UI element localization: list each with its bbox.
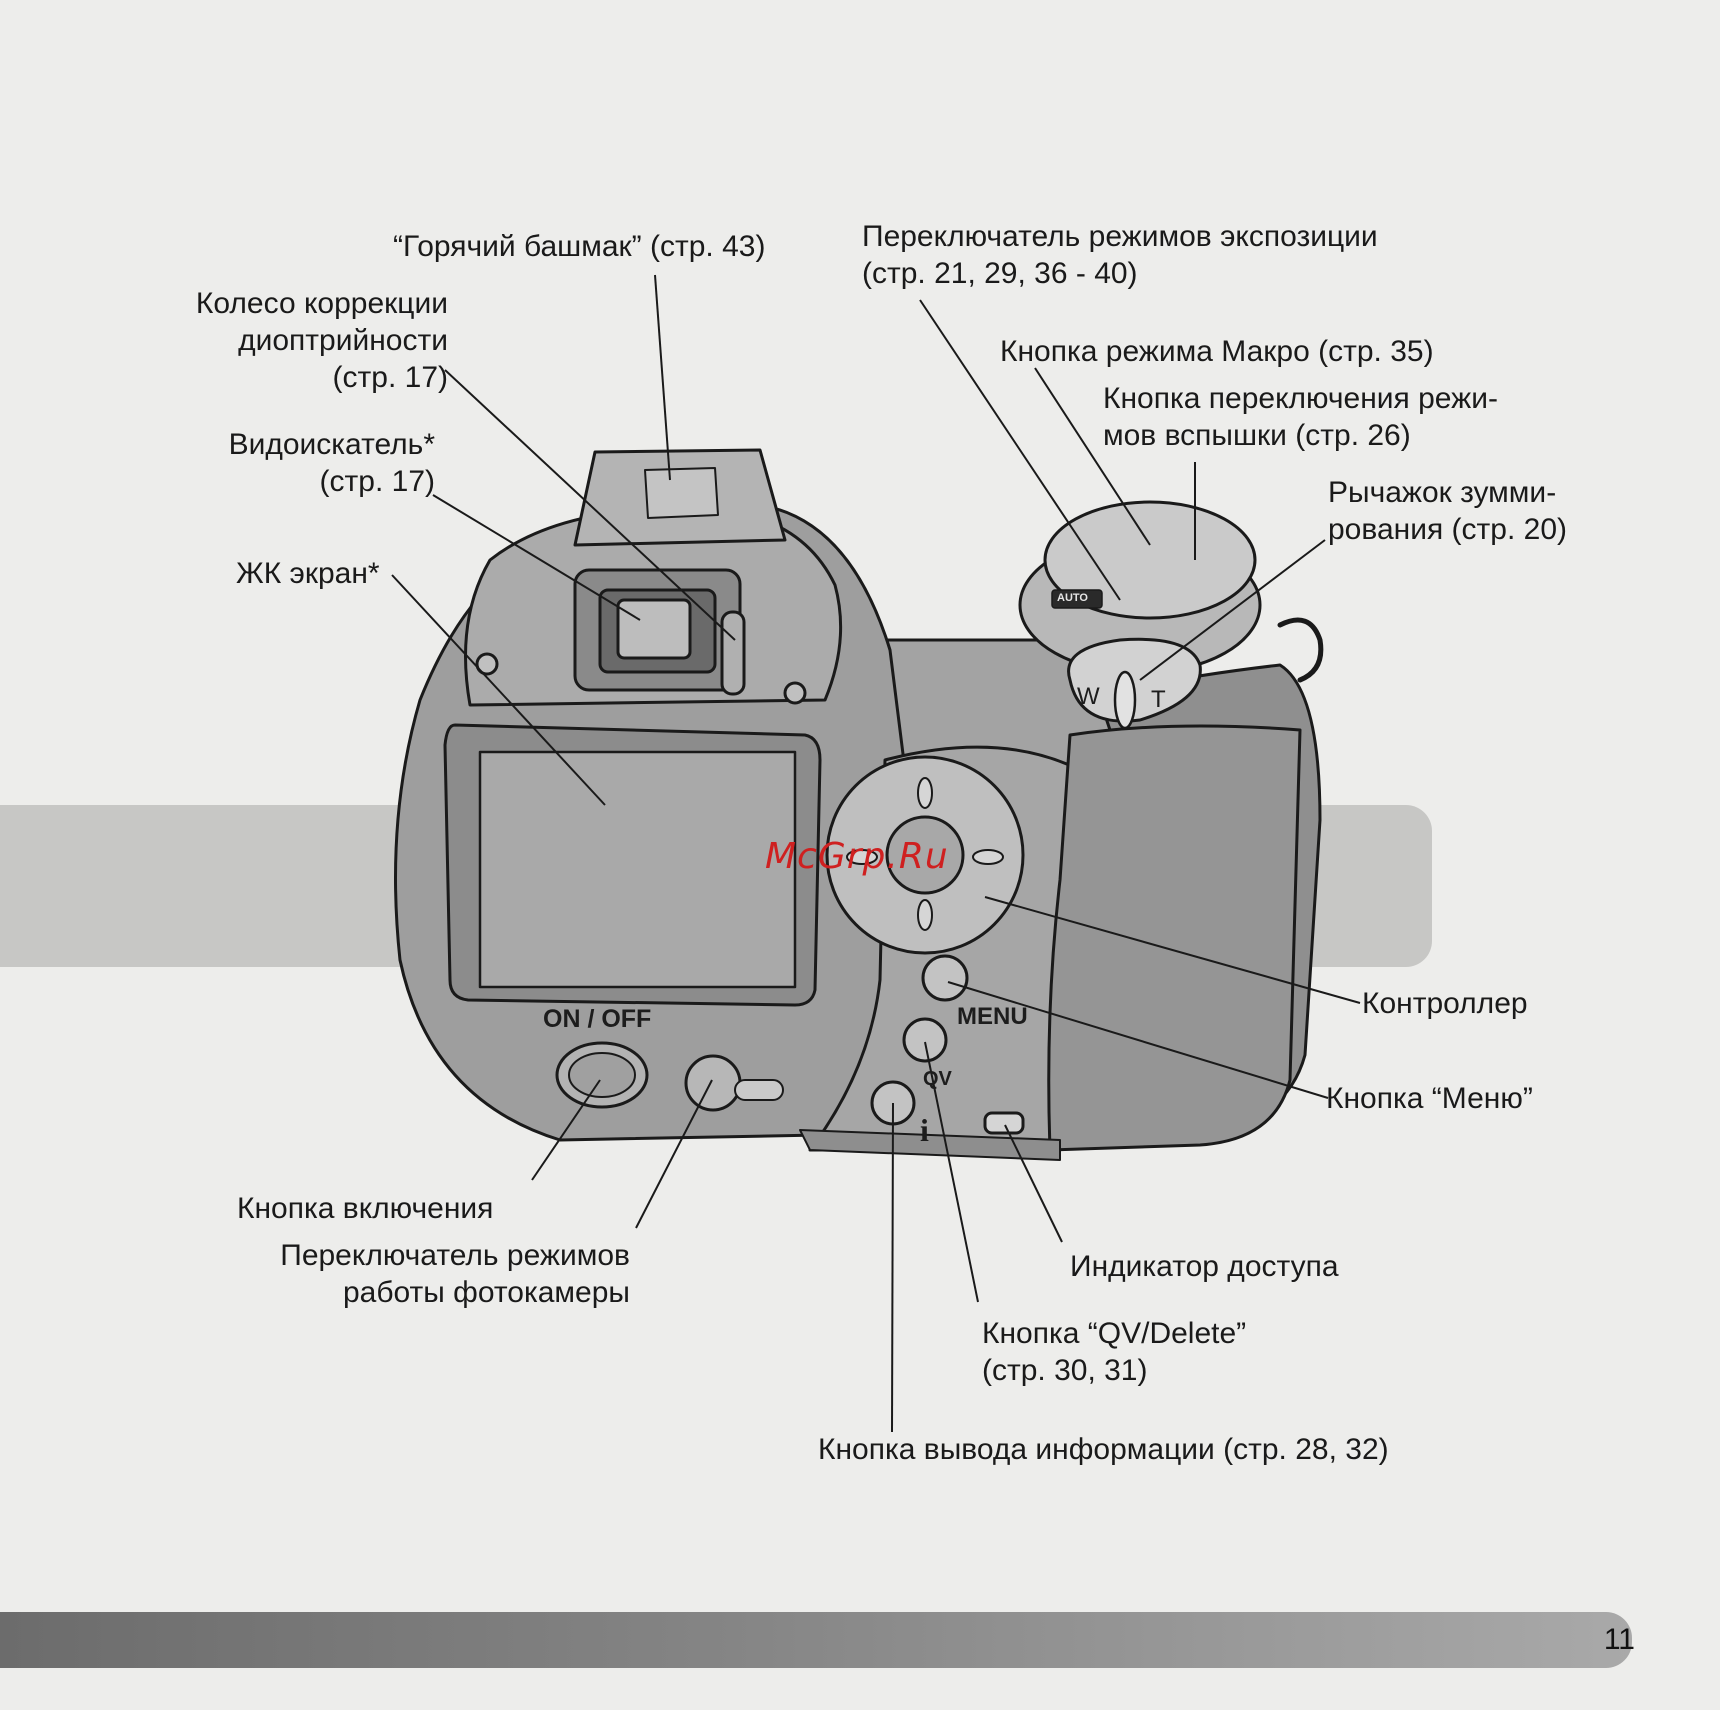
menu-button-part [921, 954, 969, 1002]
label-exposure-dial: Переключатель режимов экспозиции (стр. 2… [862, 218, 1378, 292]
label-qv: Кнопка “QV/Delete” (стр. 30, 31) [982, 1315, 1246, 1389]
zoom-w-mark: W [1077, 683, 1100, 710]
label-hot-shoe: “Горячий башмак” (стр. 43) [393, 230, 766, 263]
label-lcd: ЖК экран* [236, 557, 380, 590]
label-diopter-line3: (стр. 17) [332, 361, 448, 394]
label-controller: Контроллер [1362, 987, 1528, 1020]
label-exposure-dial-line2: (стр. 21, 29, 36 - 40) [862, 257, 1138, 290]
label-viewfinder-line1: Видоискатель* [228, 428, 435, 461]
label-macro: Кнопка режима Макро (стр. 35) [1000, 335, 1434, 368]
on-off-mark: ON / OFF [543, 1005, 652, 1033]
label-mode-switch-line2: работы фотокамеры [342, 1276, 630, 1309]
label-diopter-line2: диоптрийности [238, 324, 448, 357]
label-diopter-line1: Колесо коррекции [195, 287, 448, 320]
qv-button-part [902, 1017, 948, 1063]
camera-grip-face [1047, 724, 1302, 1152]
label-menu: Кнопка “Меню” [1326, 1082, 1533, 1115]
mode-switch-part [684, 1054, 742, 1112]
label-diopter: Колесо коррекции диоптрийности (стр. 17) [196, 285, 448, 396]
label-qv-line2: (стр. 30, 31) [982, 1354, 1148, 1387]
diopter-wheel [720, 610, 746, 696]
label-mode-switch: Переключатель режимов работы фотокамеры [280, 1237, 630, 1311]
leader-lines [391, 274, 1361, 1433]
label-qv-line1: Кнопка “QV/Delete” [982, 1317, 1247, 1350]
label-zoom: Рычажок зумми- рования (стр. 20) [1328, 474, 1567, 548]
zoom-t-mark: T [1151, 686, 1166, 713]
label-zoom-line2: рования (стр. 20) [1328, 513, 1568, 546]
qv-mark: QV [923, 1068, 952, 1090]
footer-band [0, 1612, 1632, 1668]
label-power: Кнопка включения [237, 1192, 494, 1225]
info-mark: i [920, 1112, 929, 1148]
label-flash-line2: мов вспышки (стр. 26) [1103, 419, 1411, 452]
label-viewfinder: Видоискатель* (стр. 17) [229, 426, 435, 500]
watermark: McGrp.Ru [765, 836, 949, 877]
label-zoom-line1: Рычажок зумми- [1328, 476, 1557, 509]
label-info: Кнопка вывода информации (стр. 28, 32) [818, 1433, 1389, 1466]
page-number: 11 [1603, 1623, 1635, 1656]
access-lamp [983, 1111, 1025, 1135]
auto-mark: AUTO [1057, 592, 1088, 604]
label-access: Индикатор доступа [1070, 1250, 1339, 1283]
menu-mark: MENU [957, 1003, 1028, 1030]
label-viewfinder-line2: (стр. 17) [319, 465, 435, 498]
label-flash: Кнопка переключения режи- мов вспышки (с… [1103, 380, 1498, 454]
label-mode-switch-line1: Переключатель режимов [280, 1239, 630, 1272]
label-exposure-dial-line1: Переключатель режимов экспозиции [862, 220, 1378, 253]
label-flash-line1: Кнопка переключения режи- [1103, 382, 1498, 415]
